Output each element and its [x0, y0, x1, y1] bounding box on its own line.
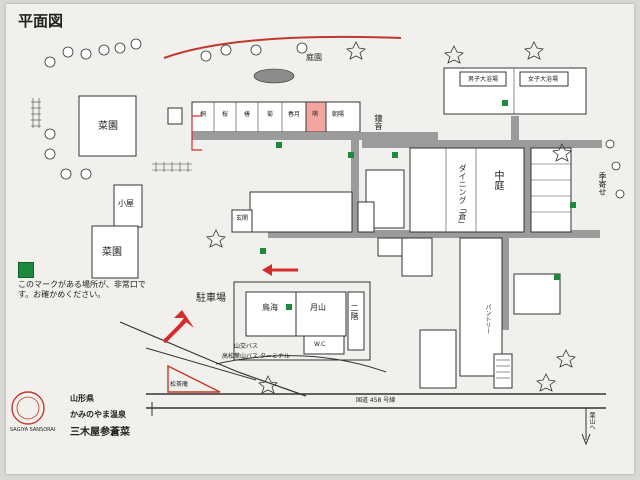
seal-text: SAGIYA SANSORAI — [10, 427, 56, 433]
shrine-label: 鐘音 — [374, 114, 383, 130]
tea-house — [167, 364, 221, 393]
lobby-building — [249, 191, 353, 233]
annex-right-label: 月山 — [310, 303, 326, 312]
star-tree-icon — [206, 41, 576, 394]
annex-side-label: 二階 — [350, 304, 359, 320]
walkway-vert-2 — [523, 148, 531, 230]
room-label-5: 春月 — [288, 111, 301, 118]
rail-middle — [152, 162, 192, 172]
room-label-2: 桜 — [222, 111, 229, 118]
small-room — [167, 107, 183, 125]
floor-plan — [11, 35, 625, 446]
dining-hall — [409, 147, 525, 233]
annex-left — [245, 291, 305, 337]
women-bath-label: 女子大浴場 — [528, 76, 559, 83]
bus-stop-label: 山交バス — [234, 343, 259, 350]
brand-name: 三木屋参蒼菜 — [70, 427, 130, 438]
room-label-6: 萌 — [312, 111, 319, 118]
stair-room — [377, 237, 403, 257]
road-label: 国道 458 号線 — [356, 397, 396, 404]
vegetable-garden-2-label: 菜園 — [102, 247, 122, 258]
hut-label: 小屋 — [118, 199, 134, 208]
vegetable-garden-label: 菜園 — [98, 121, 118, 132]
vegetable-garden-2 — [91, 225, 139, 279]
room-label-7: 朝陽 — [332, 111, 345, 118]
rail-left — [31, 98, 41, 128]
page-title: 平面図 — [18, 12, 64, 30]
walkway-top — [192, 132, 438, 140]
room-label-3: 椿 — [244, 111, 251, 118]
brand-seal — [11, 391, 45, 425]
entrance-label: 玄関 — [236, 215, 249, 222]
hut-bldg — [113, 184, 143, 228]
lobby-side — [231, 209, 253, 233]
pond — [253, 68, 295, 84]
annex-wc — [303, 335, 345, 355]
pantry-building — [459, 237, 503, 377]
lobby-right — [357, 201, 375, 233]
drive-curve — [215, 355, 387, 373]
men-bath-label: 男子大浴場 — [468, 76, 499, 83]
parking-label: 駐車場 — [196, 293, 226, 304]
route-arrow-icon — [191, 115, 202, 151]
brand-onsen: かみのやま温泉 — [70, 409, 126, 419]
courtyard-label: 中庭 — [492, 170, 503, 190]
women-bath-label-box — [519, 71, 569, 87]
to-hayama-label: 葉山へ — [588, 412, 595, 430]
garden-label: 庭園 — [306, 53, 322, 62]
pantry-label: パントリー — [484, 304, 491, 334]
exit-notice: このマークがある場所が、非常口です。お確かめください。 — [18, 280, 146, 299]
walkway-north — [511, 116, 519, 140]
vegetable-garden-1 — [78, 95, 137, 157]
walkway-right — [362, 140, 602, 148]
right-rooms — [530, 147, 572, 233]
walkway-middle — [268, 230, 600, 238]
brand-prefecture: 山形県 — [70, 393, 94, 403]
annex-side — [347, 291, 365, 351]
exit-markers — [260, 100, 576, 310]
stairs — [493, 353, 513, 389]
tree-icon — [44, 38, 625, 199]
garden-border — [163, 35, 402, 59]
access-road-1 — [119, 321, 307, 397]
room-label-1: 桐 — [200, 111, 207, 118]
room-dividers — [213, 102, 327, 132]
south-right-annex — [513, 273, 561, 315]
annex-left-label: 鳥海 — [262, 303, 278, 312]
dining-label: ダイニング「蒼」 — [458, 164, 467, 228]
bus-stop-sub-label: 高松葉山バス ターミナル — [222, 353, 290, 360]
annex-wc-label: W.C — [314, 341, 326, 348]
gift-shop — [401, 237, 433, 277]
south-block — [419, 329, 457, 389]
side-right-label: 季寄せ — [598, 172, 607, 196]
walkway-vert-3 — [501, 238, 509, 330]
walkway-vert-1 — [351, 140, 359, 236]
emergency-exit-icon — [18, 262, 34, 278]
room-label-4: 菊 — [267, 111, 274, 118]
men-bath-label-box — [459, 71, 507, 87]
access-road-2 — [145, 347, 257, 381]
arrow-left-icon — [262, 264, 272, 276]
tea-house-label: 松茶庵 — [170, 381, 189, 388]
annex-right — [295, 291, 347, 337]
south-arrow — [581, 433, 591, 446]
map-sheet: 平面図 このマークがある場所が、非常口です。お確かめください。 庭園 菜園 小屋… — [6, 4, 634, 474]
